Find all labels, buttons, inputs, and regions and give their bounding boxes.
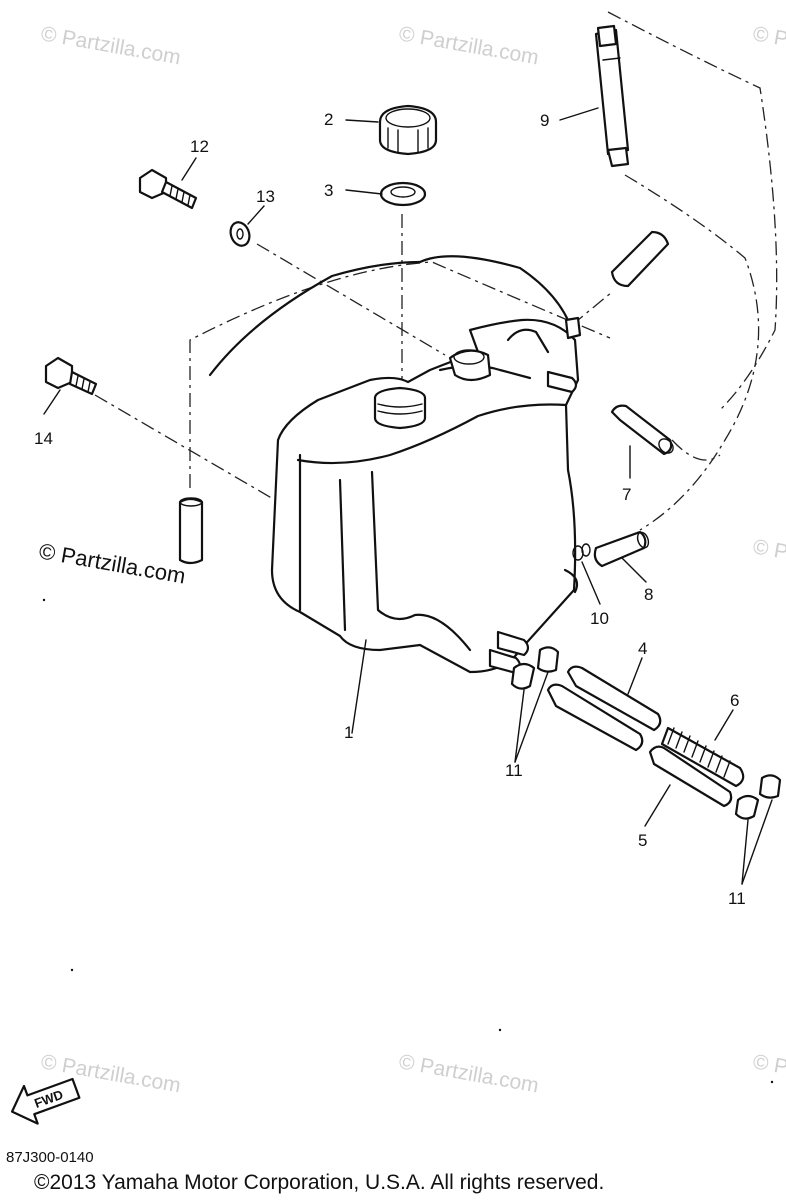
callout-10: 10 [590, 609, 609, 628]
hose-9 [594, 24, 630, 168]
watermark: © Partzilla.com [751, 22, 786, 69]
watermark: © Partzilla.com [39, 22, 182, 69]
callout-13: 13 [256, 187, 275, 206]
hose-5 [648, 745, 733, 808]
callout-4: 4 [638, 639, 647, 658]
callout-9: 9 [540, 111, 549, 130]
bolt-14 [44, 356, 98, 396]
hose-4 [546, 665, 662, 752]
fwd-arrow: FWD [10, 1077, 81, 1125]
watermark: © Partzilla.com [751, 535, 786, 582]
callout-12: 12 [190, 137, 209, 156]
callout-8: 8 [644, 585, 653, 604]
scan-specks [42, 598, 774, 1084]
hose-left [178, 497, 204, 565]
watermark-dark: © Partzilla.com [37, 538, 187, 588]
callout-2: 2 [324, 110, 333, 129]
callout-3: 3 [324, 181, 333, 200]
hose-7 [610, 404, 674, 456]
cap-gasket [379, 181, 427, 207]
o-ring-10 [572, 543, 591, 561]
spring-cover-6 [660, 726, 745, 788]
watermark: © Partzilla.com [397, 22, 540, 69]
callout-11: 11 [505, 761, 523, 780]
callout-14: 14 [34, 429, 53, 448]
clips-11 [510, 646, 782, 820]
filler-cap [378, 104, 438, 156]
hose-8 [593, 530, 650, 568]
callout-7: 7 [622, 485, 631, 504]
leader-lines [43, 107, 773, 885]
oil-tank [208, 255, 582, 675]
hose-upper-segment [610, 230, 670, 288]
copyright-notice: ©2013 Yamaha Motor Corporation, U.S.A. A… [34, 1171, 604, 1194]
watermark: © Partzilla.com [397, 1050, 540, 1097]
callout-5: 5 [638, 831, 647, 850]
callout-numbers: 1 2 3 4 5 6 7 8 9 10 11 11 12 13 14 [34, 110, 746, 908]
bolt-12 [138, 168, 198, 210]
callout-1: 1 [344, 723, 353, 742]
washer-13 [229, 221, 251, 247]
watermark: © Partzilla.com [751, 1050, 786, 1097]
callout-11: 11 [728, 889, 746, 908]
diagram-reference: 87J300-0140 [6, 1149, 94, 1166]
callout-6: 6 [730, 691, 739, 710]
